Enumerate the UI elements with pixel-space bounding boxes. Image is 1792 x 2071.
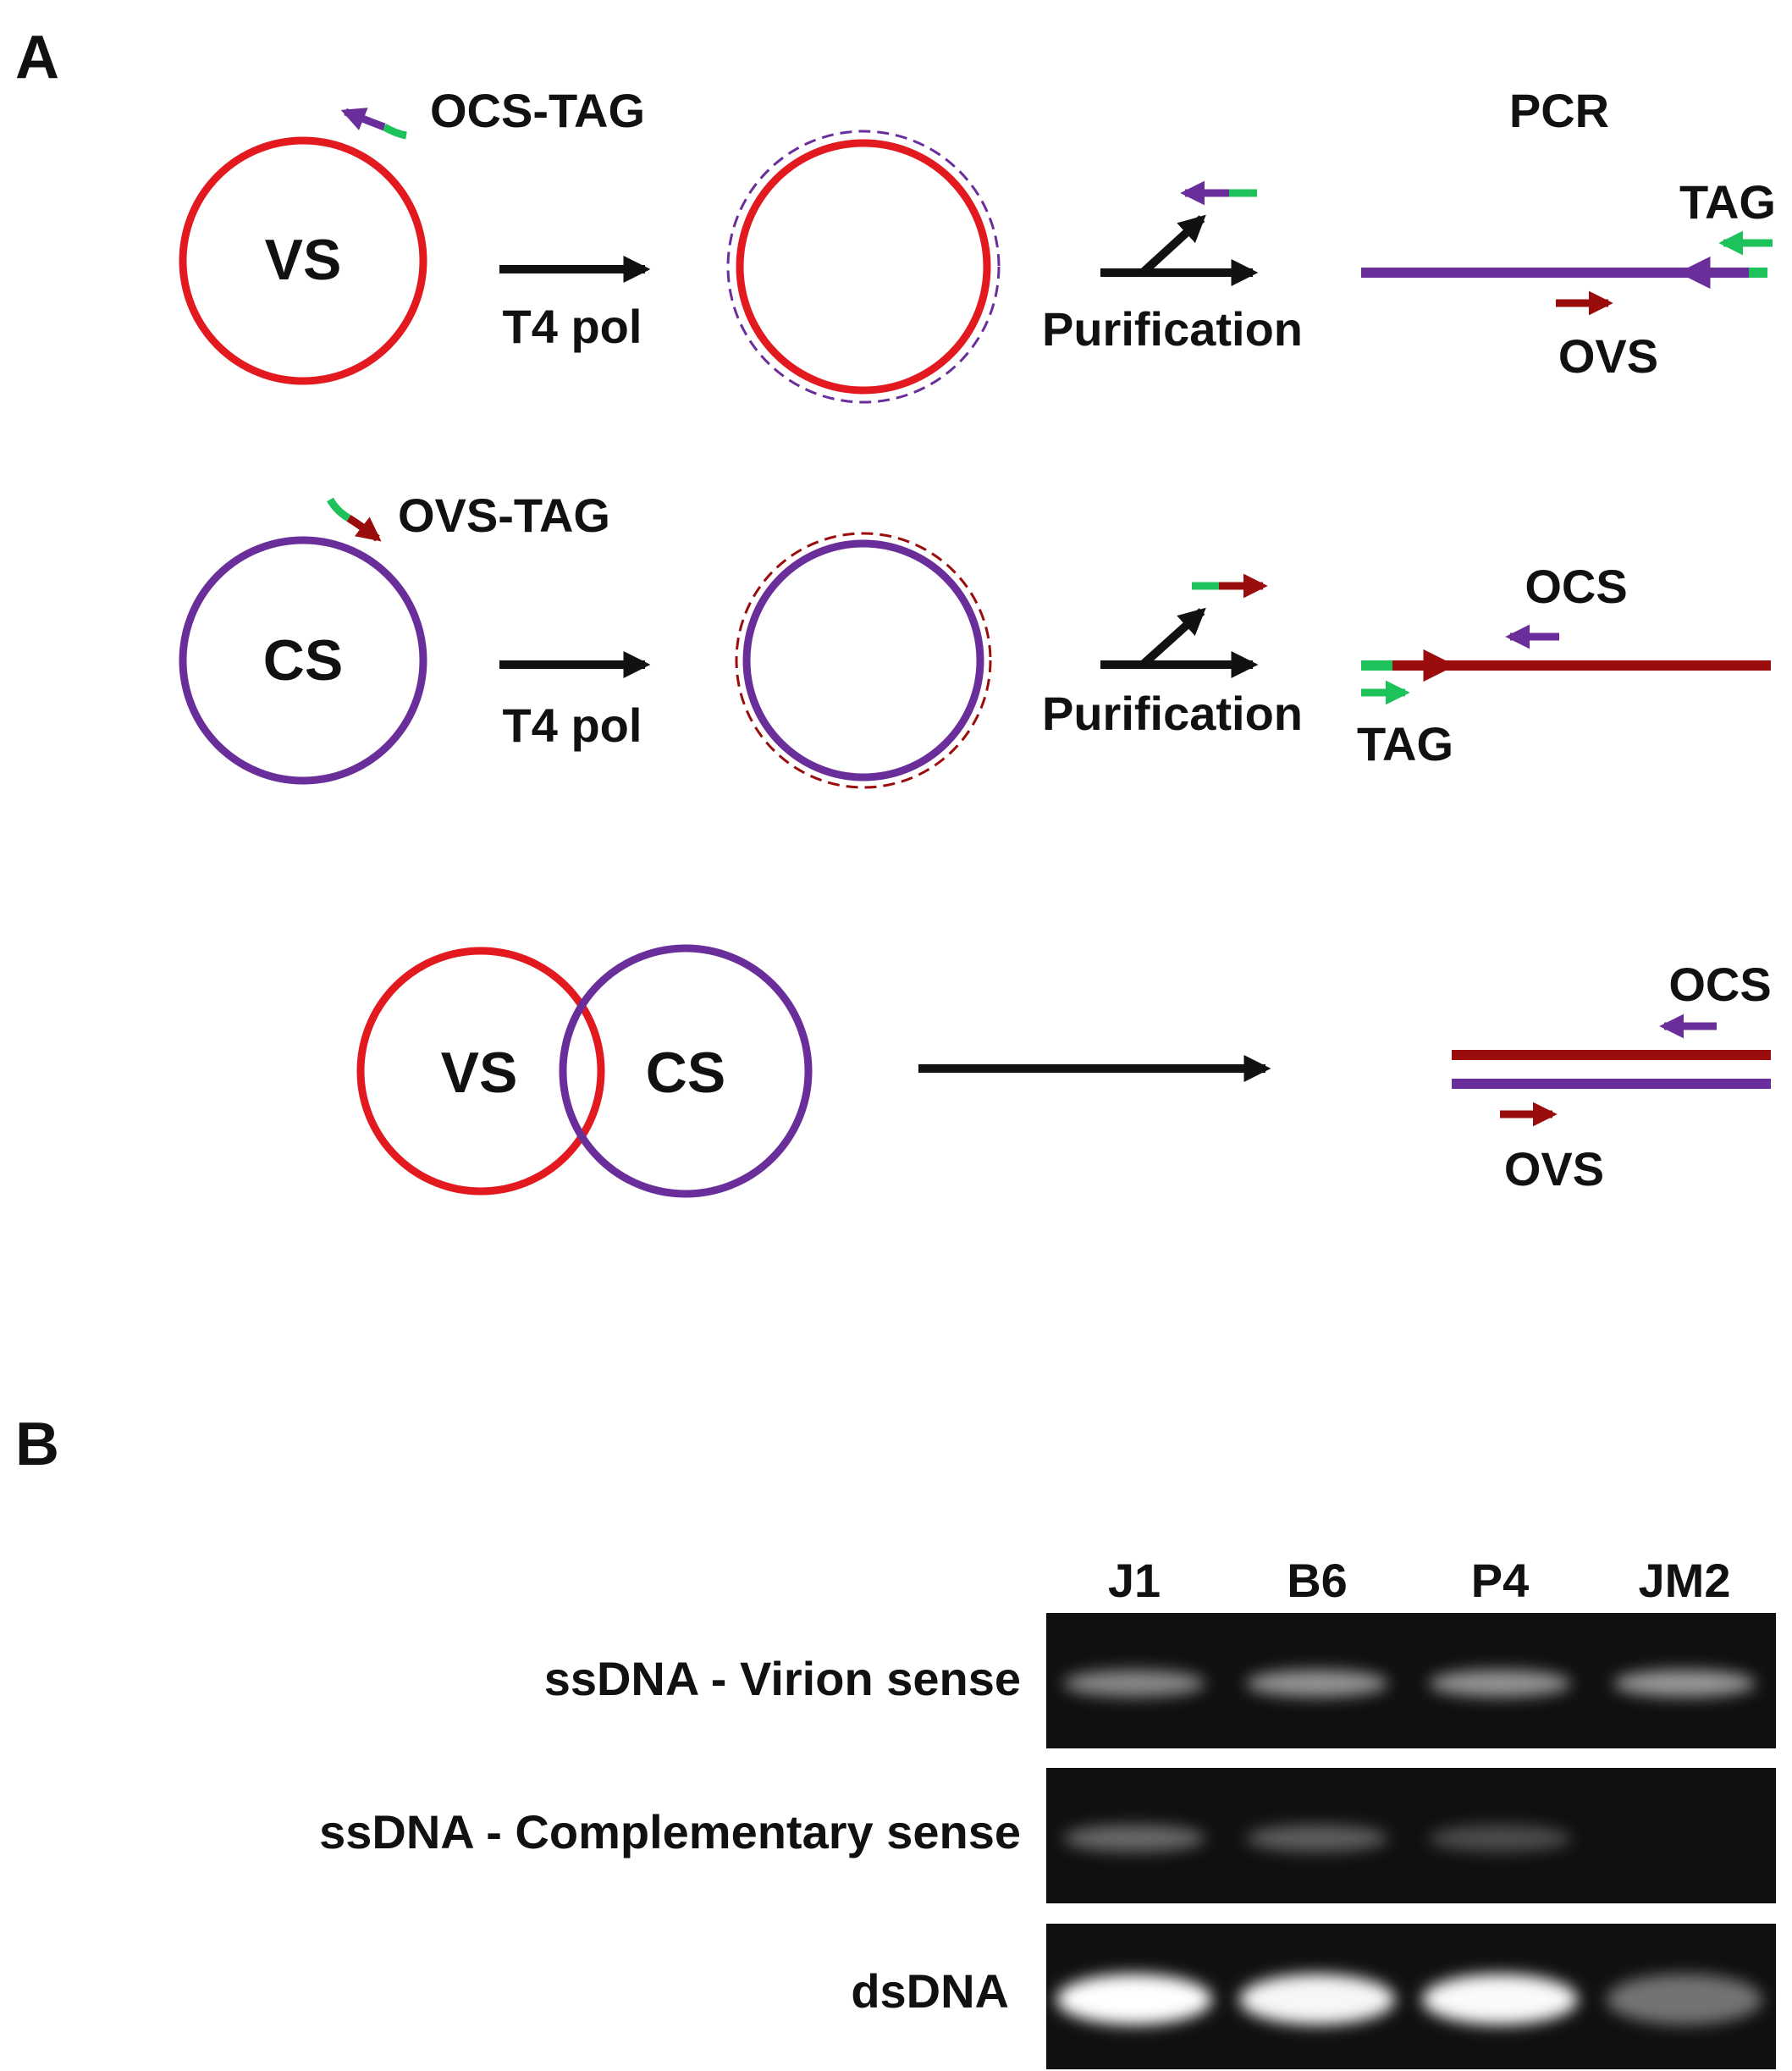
ocs-label-3: OCS: [1668, 958, 1771, 1011]
ovs-label-3: OVS: [1504, 1142, 1604, 1196]
cs-overlap-label: CS: [646, 1041, 725, 1105]
gel-band: [1246, 1670, 1388, 1698]
gel-band: [1422, 1974, 1578, 2025]
row-label-virion-sense: ssDNA - Virion sense: [544, 1652, 1021, 1705]
vs-overlap-label: VS: [441, 1041, 518, 1105]
cs-overlap-circle: [559, 944, 813, 1198]
purification-branch-1: [1139, 214, 1206, 276]
dashed-virion-ring: [735, 532, 992, 789]
row1-diagram: VS OCS-TAG T4 pol Purification PCR TAG O…: [179, 84, 1776, 404]
purification-label-2: Purification: [1042, 687, 1303, 740]
row-label-dsdna: dsDNA: [851, 1964, 1009, 2018]
lane-label-b6: B6: [1287, 1554, 1348, 1607]
lane-label-j1: J1: [1108, 1554, 1161, 1607]
vs-circle: [179, 136, 427, 385]
gel-row-labels: ssDNA - Virion sense ssDNA - Complementa…: [319, 1652, 1021, 2018]
tag-label-2: TAG: [1357, 717, 1453, 770]
t4-pol-label-2: T4 pol: [503, 699, 642, 752]
gel-images: [1046, 1613, 1776, 2069]
cs-circle: [179, 536, 427, 785]
purification-branch-2: [1139, 607, 1206, 668]
gel-lane-headers: J1 B6 P4 JM2: [1108, 1554, 1731, 1607]
gel-band: [1063, 1670, 1205, 1698]
dashed-complementary-ring: [726, 130, 1001, 404]
purification-label-1: Purification: [1042, 302, 1303, 356]
row2-diagram: CS OVS-TAG T4 pol Purification OCS TAG: [179, 489, 1771, 789]
ocs-tag-primer-green: [382, 124, 407, 140]
vs-overlap-circle: [356, 947, 605, 1196]
vs-label: VS: [265, 228, 342, 292]
ocs-label-2: OCS: [1525, 560, 1627, 613]
cs-label: CS: [263, 628, 343, 693]
gel-band: [1063, 1825, 1205, 1853]
row3-diagram: VS CS OCS OVS: [356, 944, 1772, 1198]
vs-circle-template: [736, 139, 991, 395]
row-label-complementary-sense: ssDNA - Complementary sense: [319, 1805, 1021, 1858]
gel-band: [1056, 1974, 1212, 2025]
ovs-label-1: OVS: [1558, 329, 1658, 383]
panel-b-label: B: [15, 1411, 59, 1478]
tag-label-1: TAG: [1679, 175, 1776, 229]
gel-band: [1613, 1670, 1756, 1698]
gel-band: [1429, 1670, 1571, 1698]
panel-a-label: A: [15, 24, 59, 91]
lane-label-jm2: JM2: [1639, 1554, 1731, 1607]
lane-label-p4: P4: [1471, 1554, 1530, 1607]
t4-pol-label-1: T4 pol: [503, 300, 642, 353]
pcr-label: PCR: [1509, 84, 1609, 137]
gel-band: [1607, 1974, 1762, 2025]
ocs-tag-label: OCS-TAG: [430, 84, 645, 137]
gel-band: [1246, 1825, 1388, 1853]
gel-band: [1429, 1825, 1571, 1853]
ovs-tag-label: OVS-TAG: [398, 489, 610, 542]
cs-circle-template: [742, 539, 984, 781]
gel-band: [1239, 1974, 1395, 2025]
ovs-tag-primer-green: [327, 497, 351, 522]
ocs-tag-primer-arrow: [340, 108, 386, 131]
ovs-tag-primer-arrow: [346, 515, 382, 542]
